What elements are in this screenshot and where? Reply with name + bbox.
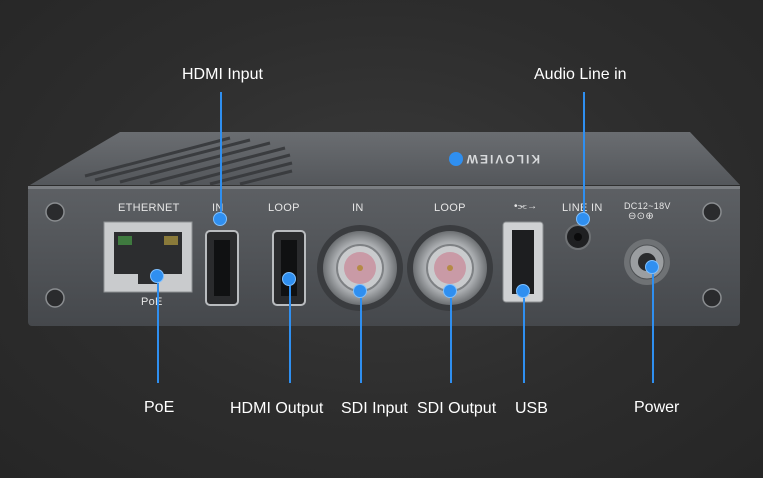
- hdmi-loop-label: LOOP: [268, 202, 300, 214]
- callout-power: Power: [634, 399, 680, 416]
- callout-hdmi-output: HDMI Output: [230, 400, 324, 417]
- leader-power: [652, 274, 654, 383]
- hdmi-in-label: IN: [212, 202, 224, 214]
- dot-poe: [150, 269, 164, 283]
- dot-hdmi-output: [282, 272, 296, 286]
- dot-hdmi-input: [213, 212, 227, 226]
- poe-panel-label: PoE: [141, 296, 163, 308]
- callout-audio-line-in: Audio Line in: [534, 66, 627, 83]
- leader-poe: [157, 283, 159, 383]
- callout-usb: USB: [515, 400, 548, 417]
- dc-voltage-label: DC12~18V: [624, 201, 671, 211]
- dc-polarity-label: ⊖⊙⊕: [628, 211, 655, 222]
- dot-power: [645, 260, 659, 274]
- heatsink-fins: [84, 136, 293, 186]
- dot-sdi-output: [443, 284, 457, 298]
- leader-audio-line-in: [583, 92, 585, 218]
- leader-sdi-output: [450, 298, 452, 383]
- svg-text:KILOVIEW: KILOVIEW: [465, 152, 540, 166]
- leader-hdmi-output: [289, 286, 291, 383]
- sdi-loop-label: LOOP: [434, 202, 466, 214]
- leader-usb: [523, 298, 525, 383]
- callout-sdi-input: SDI Input: [341, 400, 408, 417]
- brand-logo: KILOVIEW: [449, 152, 540, 166]
- sdi-in-connector: [317, 225, 403, 311]
- line-in-label: LINE IN: [562, 202, 603, 214]
- dot-sdi-input: [353, 284, 367, 298]
- callout-sdi-output: SDI Output: [417, 400, 497, 417]
- ethernet-label: ETHERNET: [118, 202, 180, 214]
- callout-poe: PoE: [144, 399, 175, 416]
- screws: [45, 202, 722, 308]
- dot-audio-line-in: [576, 212, 590, 226]
- usb-symbol-label: •⫘→: [514, 201, 538, 212]
- leader-hdmi-input: [220, 92, 222, 218]
- dot-usb: [516, 284, 530, 298]
- leader-sdi-input: [360, 298, 362, 383]
- callout-hdmi-input: HDMI Input: [182, 66, 263, 83]
- sdi-in-label: IN: [352, 202, 364, 214]
- sdi-loop-connector: [407, 225, 493, 311]
